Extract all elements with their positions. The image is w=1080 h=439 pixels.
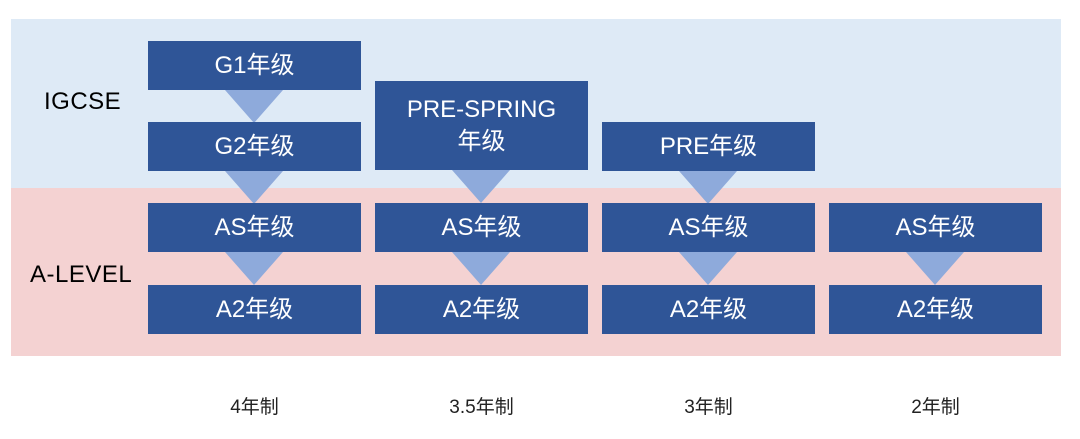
box-pre: PRE年级 bbox=[602, 122, 815, 171]
arrow-down-icon bbox=[452, 252, 510, 285]
duration-label: 4年制 bbox=[230, 397, 279, 418]
box-pre-spring: PRE-SPRING 年级 bbox=[375, 81, 588, 170]
box-a2: A2年级 bbox=[148, 285, 361, 334]
arrow-down-icon bbox=[452, 170, 510, 203]
igcse-label: IGCSE bbox=[44, 88, 122, 115]
arrow-down-icon bbox=[225, 252, 283, 285]
arrow-down-icon bbox=[225, 90, 283, 123]
box-pre-spring-line2: 年级 bbox=[457, 127, 506, 155]
arrow-down-icon bbox=[225, 171, 283, 204]
box-a2: A2年级 bbox=[829, 285, 1042, 334]
box-g1: G1年级 bbox=[148, 41, 361, 90]
duration-label: 3年制 bbox=[684, 397, 733, 418]
arrow-down-icon bbox=[679, 171, 737, 204]
box-as: AS年级 bbox=[148, 203, 361, 252]
box-a2: A2年级 bbox=[375, 285, 588, 334]
alevel-label: A-LEVEL bbox=[30, 261, 133, 288]
box-as: AS年级 bbox=[375, 203, 588, 252]
duration-label: 2年制 bbox=[911, 397, 960, 418]
box-g2: G2年级 bbox=[148, 122, 361, 171]
box-as: AS年级 bbox=[602, 203, 815, 252]
arrow-down-icon bbox=[906, 252, 964, 285]
box-a2: A2年级 bbox=[602, 285, 815, 334]
box-as: AS年级 bbox=[829, 203, 1042, 252]
arrow-down-icon bbox=[679, 252, 737, 285]
duration-label: 3.5年制 bbox=[449, 397, 514, 418]
box-pre-spring-line1: PRE-SPRING bbox=[406, 95, 557, 123]
